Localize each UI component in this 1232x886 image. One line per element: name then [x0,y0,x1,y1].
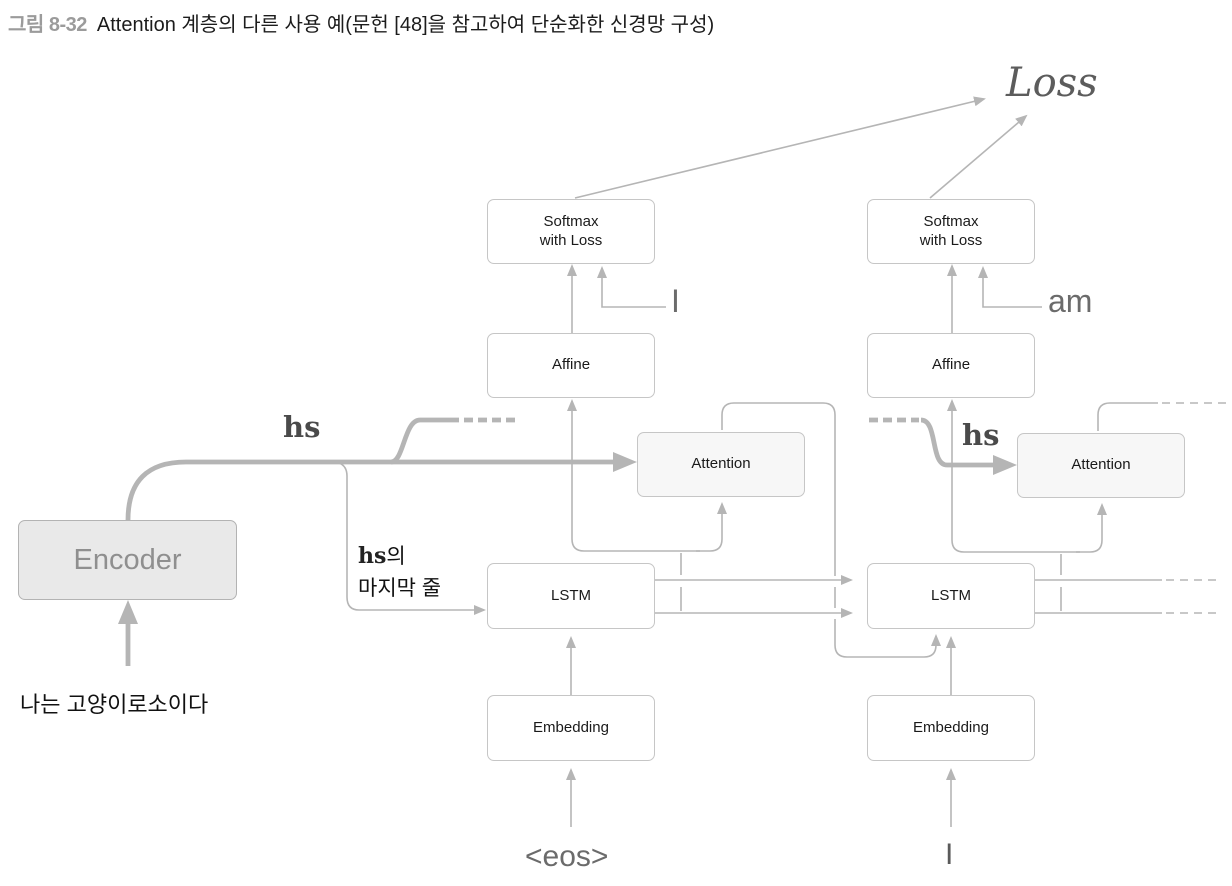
attention-box-step1: Attention [637,432,805,497]
lstm-box-step2: LSTM [867,563,1035,629]
wire-attention1-out-a [721,402,836,576]
decoder-input-step2: I [945,838,954,871]
arrow-word-i-to-softmax1 [597,266,666,308]
arrow-lstm1-to-attention1 [696,502,727,552]
lstm2-label: LSTM [930,586,971,604]
embedding1-label: Embedding [533,718,609,736]
target-word-step1: I [671,283,680,319]
wire-hs-branch-up-left [390,417,459,465]
embedding-box-step1: Embedding [487,695,655,761]
wire-encoder-hs-to-attention1 [125,452,637,521]
arrow-hs-lastrow-to-lstm1 [338,462,486,615]
arrow-word-am-to-softmax2 [978,266,1042,308]
arrow-lstm2-to-attention2 [1076,503,1107,553]
figure-caption-text: Attention 계층의 다른 사용 예(문헌 [48]을 참고하여 단순화한… [96,14,715,36]
affine2-label: Affine [931,356,971,374]
hs-last-row-hs: hs [358,543,387,569]
arrow-attention1-out-to-lstm2 [834,619,941,658]
figure-caption: 그림 8-32 Attention 계층의 다른 사용 예(문헌 [48]을 참고… [8,8,714,37]
encoder-box: Encoder [18,520,237,600]
softmax1-line1: Softmax [543,212,599,230]
embedding2-label: Embedding [913,718,989,736]
attention1-label: Attention [691,455,751,473]
arrow-lstm2-to-affine2 [947,399,1080,553]
arrow-softmax2-to-loss [929,114,1028,199]
lstm1-label: LSTM [550,586,591,604]
encoder-box-label: Encoder [73,543,182,576]
hs-label-left: hs [283,410,321,444]
softmax-with-loss-box-step1: Softmax with Loss [487,199,655,264]
attention2-label: Attention [1071,456,1131,474]
embedding-box-step2: Embedding [867,695,1035,761]
hs-label-right: hs [962,418,1000,452]
softmax2-line2: with Loss [919,231,983,249]
loss-label: Loss [1006,60,1098,106]
hs-last-row-suffix: 의 [386,545,406,568]
decoder-input-step1: <eos> [525,840,609,873]
affine-box-step2: Affine [867,333,1035,398]
softmax2-label: Softmax with Loss [920,213,983,251]
arrow-softmax1-to-loss [574,96,986,199]
softmax2-line1: Softmax [923,212,979,230]
arrow-lstm1-to-affine1 [567,399,700,552]
figure-number: 그림 8-32 [8,14,87,36]
wire-hs-to-attention2 [920,417,1017,475]
lstm-box-step1: LSTM [487,563,655,629]
softmax1-line2: with Loss [539,231,603,249]
wire-attention2-out [1097,402,1158,431]
encoder-input-sentence: 나는 고양이로소이다 [20,692,209,717]
target-word-step2: am [1048,283,1093,319]
hs-last-row-line2: 마지막 줄 [358,577,442,600]
softmax-with-loss-box-step2: Softmax with Loss [867,199,1035,264]
attention-box-step2: Attention [1017,433,1185,498]
hs-last-row-label: hs의 마지막 줄 [358,540,441,605]
affine-box-step1: Affine [487,333,655,398]
softmax1-label: Softmax with Loss [540,213,603,251]
affine1-label: Affine [551,356,591,374]
